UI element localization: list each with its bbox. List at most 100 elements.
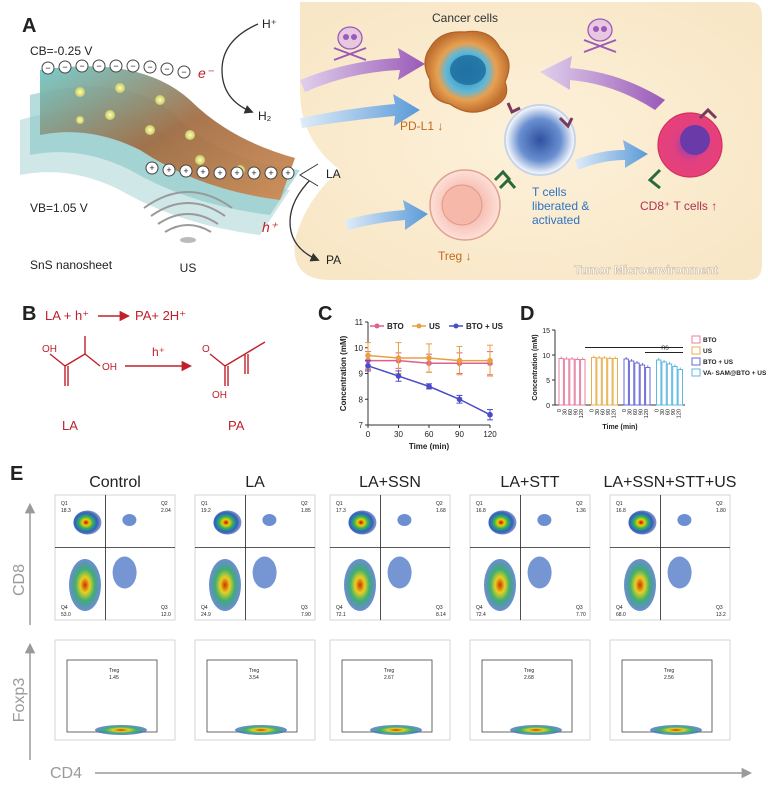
e-q3-name: Q3 [716, 605, 723, 611]
e-population-foxp3 [510, 725, 562, 735]
e-q2-name: Q2 [716, 501, 723, 507]
e-treg-name: Treg [524, 668, 534, 674]
lactate-structure [49, 336, 101, 386]
c-y-tick-label: 7 [359, 421, 364, 430]
e-population-double [262, 514, 277, 526]
d-x-tick-label: 0 [590, 409, 596, 412]
d-bar [563, 358, 570, 406]
e-q1-value: 19.2 [201, 508, 211, 514]
e-treg-value: 2.68 [524, 675, 534, 681]
hole-label: h⁺ [262, 219, 279, 235]
d-y-tick-label: 5 [546, 378, 550, 385]
d-bar [645, 367, 651, 406]
e-group-title: LA+STT [500, 474, 559, 491]
e-q3-value: 7.70 [576, 612, 586, 618]
e-treg-name: Treg [384, 668, 394, 674]
c-y-tick-label: 8 [359, 395, 364, 404]
e-foxp3-plot-frame [609, 639, 731, 741]
e-foxp3-plot-frame [194, 639, 316, 741]
e-q2-value: 1.68 [436, 508, 446, 514]
e-q1-value: 17.3 [336, 508, 346, 514]
e-q4-value: 24.9 [201, 612, 211, 618]
c-data-point [395, 355, 402, 361]
e-foxp3-plot-frame [469, 639, 591, 741]
svg-text:+: + [234, 168, 239, 178]
e-foxp3-plot-frame [54, 639, 176, 741]
e-q2-name: Q2 [576, 501, 583, 507]
e-foxp3-plot-frame [329, 639, 451, 741]
t-cells-label-3: activated [532, 213, 580, 227]
pyruvate-structure [209, 341, 266, 386]
e-q4-value: 53.0 [61, 612, 71, 618]
t-cells-label-2: liberated & [532, 199, 589, 213]
pa-label-b: PA [228, 418, 245, 433]
e-q2-value: 1.36 [576, 508, 586, 514]
blue-arrow-to-cd8 [575, 140, 648, 170]
blue-arrow-h2 [300, 94, 420, 128]
reaction-products: PA+ 2H⁺ [135, 308, 186, 323]
d-bar [623, 358, 629, 406]
svg-text:−: − [96, 61, 101, 71]
svg-text:−: − [130, 61, 135, 71]
svg-text:−: − [113, 61, 118, 71]
e-treg-name: Treg [249, 668, 259, 674]
e-population-foxp3 [650, 725, 702, 735]
d-x-tick-label: 0 [622, 409, 628, 412]
e-group-title: LA [245, 474, 265, 491]
e-treg-name: Treg [109, 668, 119, 674]
e-population-cd8 [213, 510, 242, 535]
la-indicator-arrow [299, 163, 319, 187]
e-population-cd4 [112, 556, 137, 589]
d-legend-label: VA- SAM@BTO + US [703, 370, 767, 377]
e-population-cd4-neg [624, 559, 656, 611]
purple-arrow-from-cd8 [540, 56, 665, 110]
blue-arrow-to-treg [345, 200, 428, 230]
c-y-tick-label: 11 [355, 318, 364, 327]
d-bar [601, 357, 608, 406]
treg-cell-illustration [429, 169, 517, 241]
c-series-line [367, 365, 491, 416]
e-population-cd4-neg [69, 559, 101, 611]
d-x-tick-label: 30 [660, 409, 666, 415]
e-q4-name: Q4 [201, 605, 208, 611]
d-bar [628, 360, 635, 406]
c-y-tick-label: 10 [354, 344, 363, 353]
cancer-cell-illustration [424, 30, 510, 113]
e-q4-name: Q4 [476, 605, 483, 611]
la-oh-1: OH [42, 344, 57, 355]
e-population-double [397, 514, 412, 526]
pa-o-1: O [202, 344, 210, 355]
d-legend-label: US [703, 348, 713, 355]
d-bar [612, 358, 618, 406]
e-treg-name: Treg [664, 668, 674, 674]
e-q1-value: 18.3 [61, 508, 71, 514]
electron-row: − − − − − − − − − [41, 59, 191, 79]
c-data-point [395, 373, 402, 379]
c-legend-label: BTO [387, 322, 404, 331]
c-legend-marker [416, 323, 422, 329]
panel-a-letter: A [22, 15, 36, 37]
purple-arrow-to-cancer [300, 48, 425, 92]
svg-text:+: + [251, 168, 256, 178]
e-q3-value: 7.90 [301, 612, 311, 618]
d-legend-swatch [691, 346, 701, 355]
panel-d-letter: D [520, 303, 534, 325]
e-group-title: Control [89, 474, 141, 491]
h2-label: H₂ [258, 109, 272, 123]
e-q3-name: Q3 [576, 605, 583, 611]
c-data-point [426, 383, 432, 390]
e-q4-value: 72.4 [476, 612, 486, 618]
c-y-tick-label: 9 [359, 370, 364, 379]
la-label-b: LA [62, 418, 78, 433]
d-x-tick-label: 120 [579, 409, 585, 418]
e-group-title: LA+SSN [359, 474, 421, 491]
reaction-reactants: LA + h⁺ [45, 308, 89, 323]
e-q4-value: 72.1 [336, 612, 346, 618]
e-q1-name: Q1 [476, 501, 483, 507]
la-oh-2: OH [102, 362, 117, 373]
e-q2-name: Q2 [161, 501, 168, 507]
e-q1-value: 16.8 [476, 508, 486, 514]
d-x-tick-label: 60 [601, 409, 607, 415]
